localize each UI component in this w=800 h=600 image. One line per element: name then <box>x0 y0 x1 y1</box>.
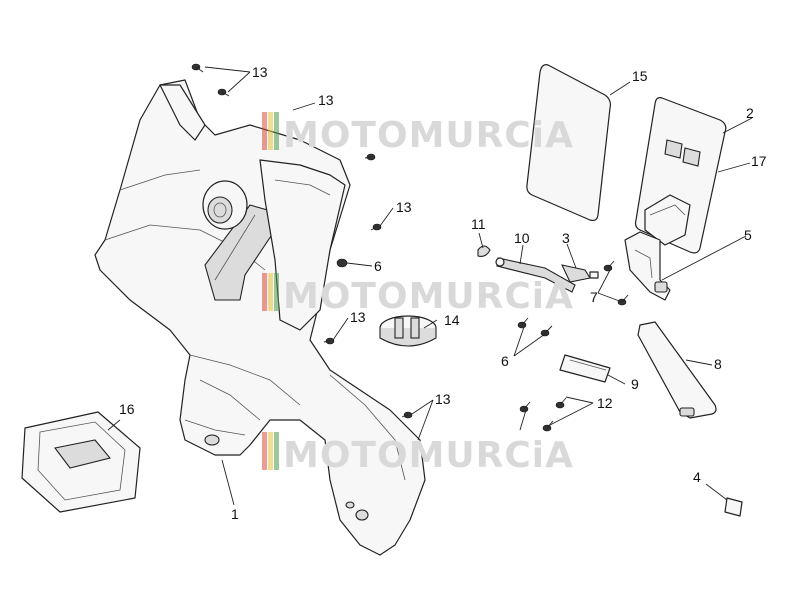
callout-11: 11 <box>471 216 486 232</box>
part-16-bracket-box <box>21 411 141 513</box>
watermark-text-top: MOTOMURCiA <box>283 115 574 156</box>
watermark-middle: MOTOMURCiA <box>262 273 574 317</box>
part-3-latch-plate <box>561 264 599 283</box>
screw-13-mid <box>364 153 376 161</box>
callout-16: 16 <box>119 401 135 417</box>
callout-labels: 13 13 13 6 13 14 13 1 16 15 2 17 5 8 9 1… <box>119 64 767 522</box>
screw-13-lower <box>323 337 335 345</box>
leader-lines <box>107 66 753 506</box>
screw-13-right <box>370 223 382 231</box>
callout-13-bottom: 13 <box>435 391 451 407</box>
part-9-small-tray <box>559 354 611 383</box>
callout-13-lower: 13 <box>350 309 366 325</box>
screw-6-left <box>336 258 348 268</box>
watermark-text-middle: MOTOMURCiA <box>283 276 574 317</box>
screw-13-bottom <box>401 411 413 419</box>
callout-9: 9 <box>631 376 639 392</box>
part-1-front-body-panel <box>94 79 426 556</box>
callout-4: 4 <box>693 469 701 485</box>
callout-2: 2 <box>746 105 754 121</box>
callout-1: 1 <box>231 506 239 522</box>
screw-7-1 <box>603 260 615 272</box>
callout-14: 14 <box>444 312 460 328</box>
callout-8: 8 <box>714 356 722 372</box>
callout-15: 15 <box>632 68 648 84</box>
screw-12-2 <box>519 401 531 413</box>
screw-12-1 <box>555 397 567 409</box>
part-10-latch-rod <box>495 257 576 293</box>
watermark-bottom: MOTOMURCiA <box>262 432 574 476</box>
callout-13-middle: 13 <box>396 199 412 215</box>
part-14-cap <box>379 315 437 347</box>
part-15-flat-panel <box>526 64 612 222</box>
screw-13-top-2 <box>217 88 230 97</box>
part-8-side-flap <box>637 321 717 419</box>
screw-7-2 <box>617 294 629 306</box>
callout-5: 5 <box>744 227 752 243</box>
part-11-spring <box>477 245 491 257</box>
screws <box>191 63 629 432</box>
screw-13-top-1 <box>191 63 204 73</box>
callout-6-left: 6 <box>374 258 382 274</box>
watermark-text-bottom: MOTOMURCiA <box>283 435 574 476</box>
screw-6-1 <box>517 317 529 329</box>
watermark-top: MOTOMURCiA <box>262 112 574 156</box>
callout-6-lower: 6 <box>501 353 509 369</box>
callout-13-upper: 13 <box>318 92 334 108</box>
callout-12: 12 <box>597 395 613 411</box>
part-4-clip <box>724 497 743 517</box>
screw-6-2 <box>540 325 553 337</box>
callout-17: 17 <box>751 153 767 169</box>
part-5-hinge-bracket <box>624 231 671 301</box>
part-2-glovebox-lid <box>634 97 727 254</box>
callout-13-top: 13 <box>252 64 268 80</box>
callout-7: 7 <box>590 289 598 305</box>
callout-3: 3 <box>562 230 570 246</box>
callout-10: 10 <box>514 230 530 246</box>
